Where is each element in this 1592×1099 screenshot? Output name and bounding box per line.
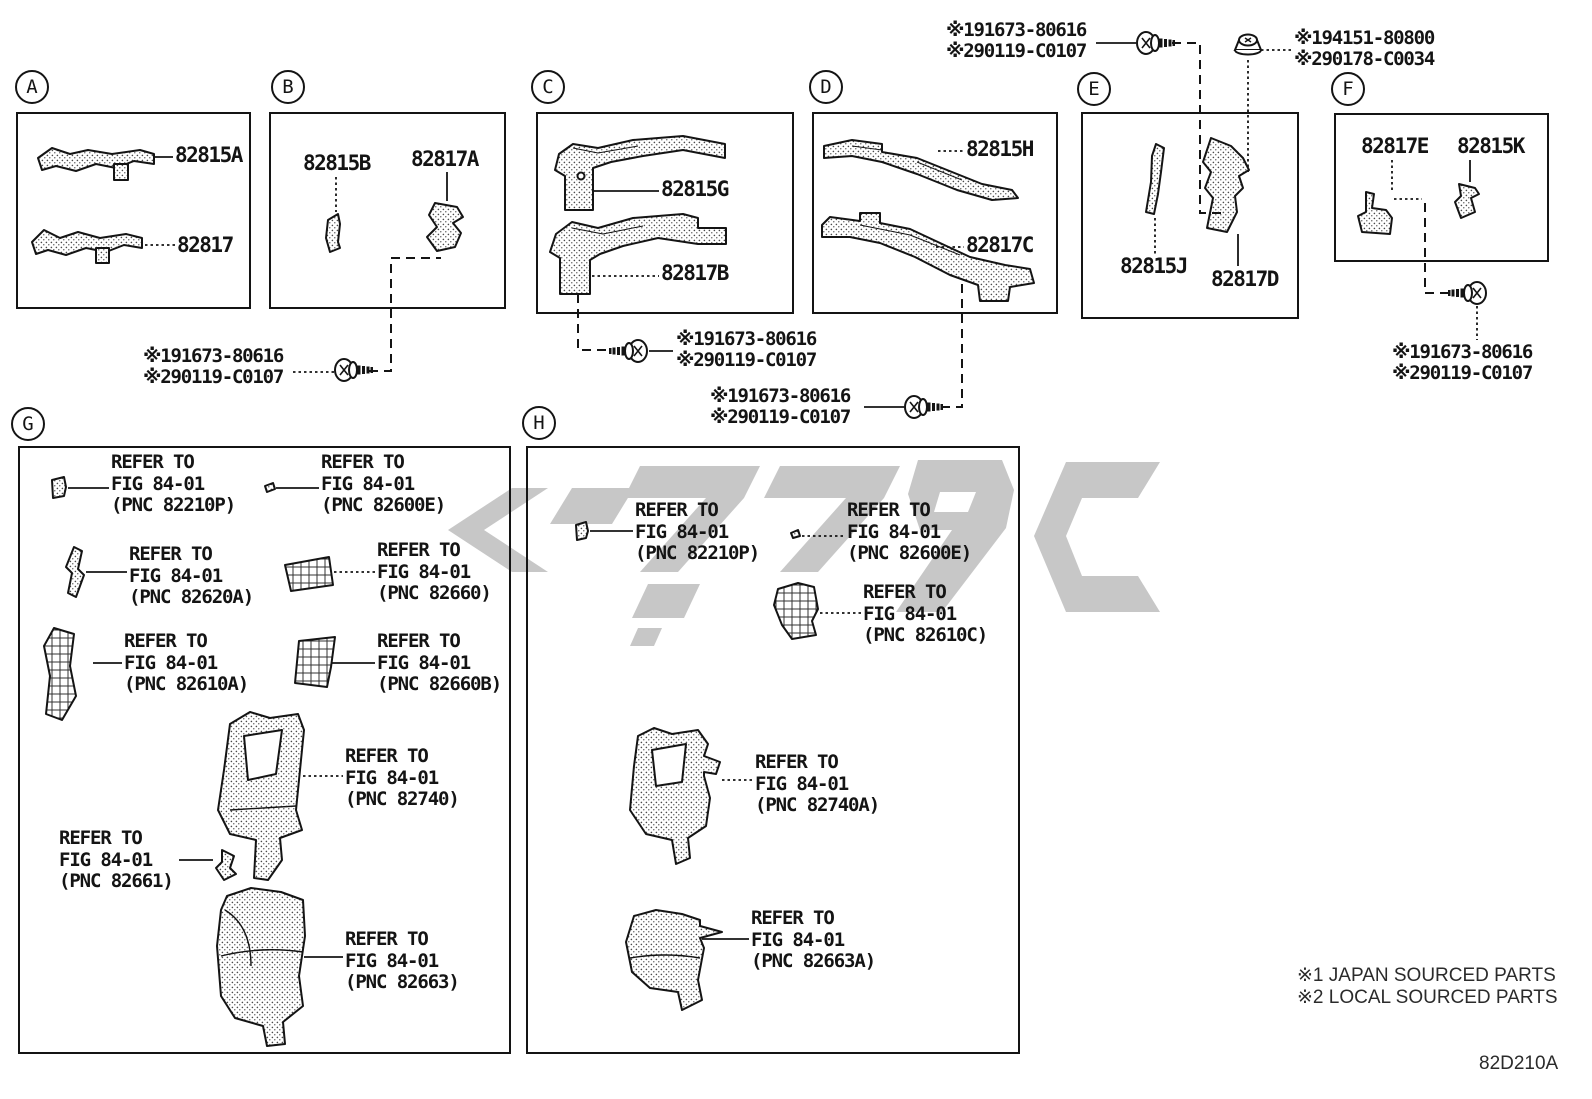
part-82817c-drawing (821, 212, 1035, 302)
part-82815k-drawing (1454, 183, 1480, 219)
ref-g-82210p[interactable]: REFER TO FIG 84-01 (PNC 82210P) (111, 451, 236, 516)
part-h-82600e-drawing (790, 529, 801, 539)
sourcing-notes: ※1 JAPAN SOURCED PARTS ※2 LOCAL SOURCED … (1297, 965, 1558, 1009)
note-japan-sourced: ※1 JAPAN SOURCED PARTS (1297, 965, 1556, 986)
part-number-82817a[interactable]: 82817A (411, 147, 479, 171)
ref-g-82610a[interactable]: REFER TO FIG 84-01 (PNC 82610A) (124, 630, 249, 695)
part-g-82663-drawing (216, 887, 306, 1047)
ref-h-82210p[interactable]: REFER TO FIG 84-01 (PNC 82210P) (635, 499, 760, 564)
screw-icon (904, 395, 944, 419)
part-g-82660-drawing (284, 556, 334, 592)
part-h-82610c-drawing (773, 582, 819, 640)
part-82815j-drawing (1145, 143, 1165, 215)
section-b-circle: B (271, 70, 305, 104)
ref-g-82660b[interactable]: REFER TO FIG 84-01 (PNC 82660B) (377, 630, 502, 695)
part-g-82661-drawing (215, 849, 237, 881)
part-g-82610a-drawing (43, 627, 77, 721)
fastener-label-screw-ab[interactable]: ※191673-80616 ※290119-C0107 (143, 345, 284, 388)
fastener-label-screw-top[interactable]: ※191673-80616 ※290119-C0107 (946, 19, 1087, 62)
part-number-82815h[interactable]: 82815H (966, 137, 1034, 161)
ref-h-82610c[interactable]: REFER TO FIG 84-01 (PNC 82610C) (863, 581, 988, 646)
part-number-82817b[interactable]: 82817B (661, 261, 729, 285)
part-number-82815a[interactable]: 82815A (175, 143, 243, 167)
part-g-82210p-drawing (51, 476, 67, 499)
fastener-label-screw-d[interactable]: ※191673-80616 ※290119-C0107 (710, 385, 851, 428)
screw-icon (1136, 31, 1176, 55)
part-number-82815g[interactable]: 82815G (661, 177, 729, 201)
ref-h-82740a[interactable]: REFER TO FIG 84-01 (PNC 82740A) (755, 751, 880, 816)
part-g-82660b-drawing (294, 636, 336, 688)
ref-g-82660[interactable]: REFER TO FIG 84-01 (PNC 82660) (377, 539, 492, 604)
part-82815b-drawing (325, 213, 341, 253)
fastener-connectors (369, 42, 1449, 408)
diagram-code: 82D210A (1479, 1053, 1559, 1074)
part-h-82210p-drawing (575, 521, 589, 541)
leader-lines (68, 42, 1478, 958)
grommet-icon (1233, 33, 1263, 56)
part-82817d-drawing (1202, 137, 1250, 233)
part-number-82817[interactable]: 82817 (177, 233, 234, 257)
part-number-82817e[interactable]: 82817E (1361, 134, 1429, 158)
note-local-sourced: ※2 LOCAL SOURCED PARTS (1297, 987, 1558, 1008)
part-82817e-drawing (1357, 191, 1393, 235)
part-g-82620a-drawing (65, 546, 85, 598)
fastener-label-screw-c[interactable]: ※191673-80616 ※290119-C0107 (676, 328, 817, 371)
fastener-label-grommet-top[interactable]: ※194151-80800 ※290178-C0034 (1294, 27, 1435, 70)
fastener-label-screw-f[interactable]: ※191673-80616 ※290119-C0107 (1392, 341, 1533, 384)
watermark-logo (448, 460, 1160, 646)
section-e-circle: E (1077, 72, 1111, 106)
screw-icon (608, 339, 648, 363)
part-number-82817d[interactable]: 82817D (1211, 267, 1279, 291)
ref-h-82663a[interactable]: REFER TO FIG 84-01 (PNC 82663A) (751, 907, 876, 972)
part-82817-drawing (31, 229, 143, 264)
ref-g-82600e[interactable]: REFER TO FIG 84-01 (PNC 82600E) (321, 451, 446, 516)
part-h-82663a-drawing (625, 909, 723, 1011)
part-number-82815k[interactable]: 82815K (1457, 134, 1525, 158)
ref-g-82740[interactable]: REFER TO FIG 84-01 (PNC 82740) (345, 745, 460, 810)
ref-g-82661[interactable]: REFER TO FIG 84-01 (PNC 82661) (59, 827, 174, 892)
part-h-82740a-drawing (629, 727, 721, 865)
section-a-circle: A (15, 70, 49, 104)
screw-icon (1447, 281, 1487, 305)
part-number-82817c[interactable]: 82817C (966, 233, 1034, 257)
section-g-circle: G (11, 407, 45, 441)
part-g-82600e-drawing (264, 482, 276, 493)
part-number-82815b[interactable]: 82815B (303, 151, 371, 175)
part-number-82815j[interactable]: 82815J (1120, 254, 1188, 278)
section-c-circle: C (531, 70, 565, 104)
section-b-box (269, 112, 506, 309)
part-g-82740-drawing (217, 711, 305, 881)
screw-icon (334, 358, 374, 382)
part-82815a-drawing (37, 147, 155, 181)
fastener-icons (334, 31, 1487, 419)
part-82817a-drawing (426, 202, 464, 252)
ref-g-82620a[interactable]: REFER TO FIG 84-01 (PNC 82620A) (129, 543, 254, 608)
section-d-circle: D (809, 70, 843, 104)
ref-h-82600e[interactable]: REFER TO FIG 84-01 (PNC 82600E) (847, 499, 972, 564)
section-f-circle: F (1331, 72, 1365, 106)
section-h-circle: H (522, 406, 556, 440)
ref-g-82663[interactable]: REFER TO FIG 84-01 (PNC 82663) (345, 928, 460, 993)
